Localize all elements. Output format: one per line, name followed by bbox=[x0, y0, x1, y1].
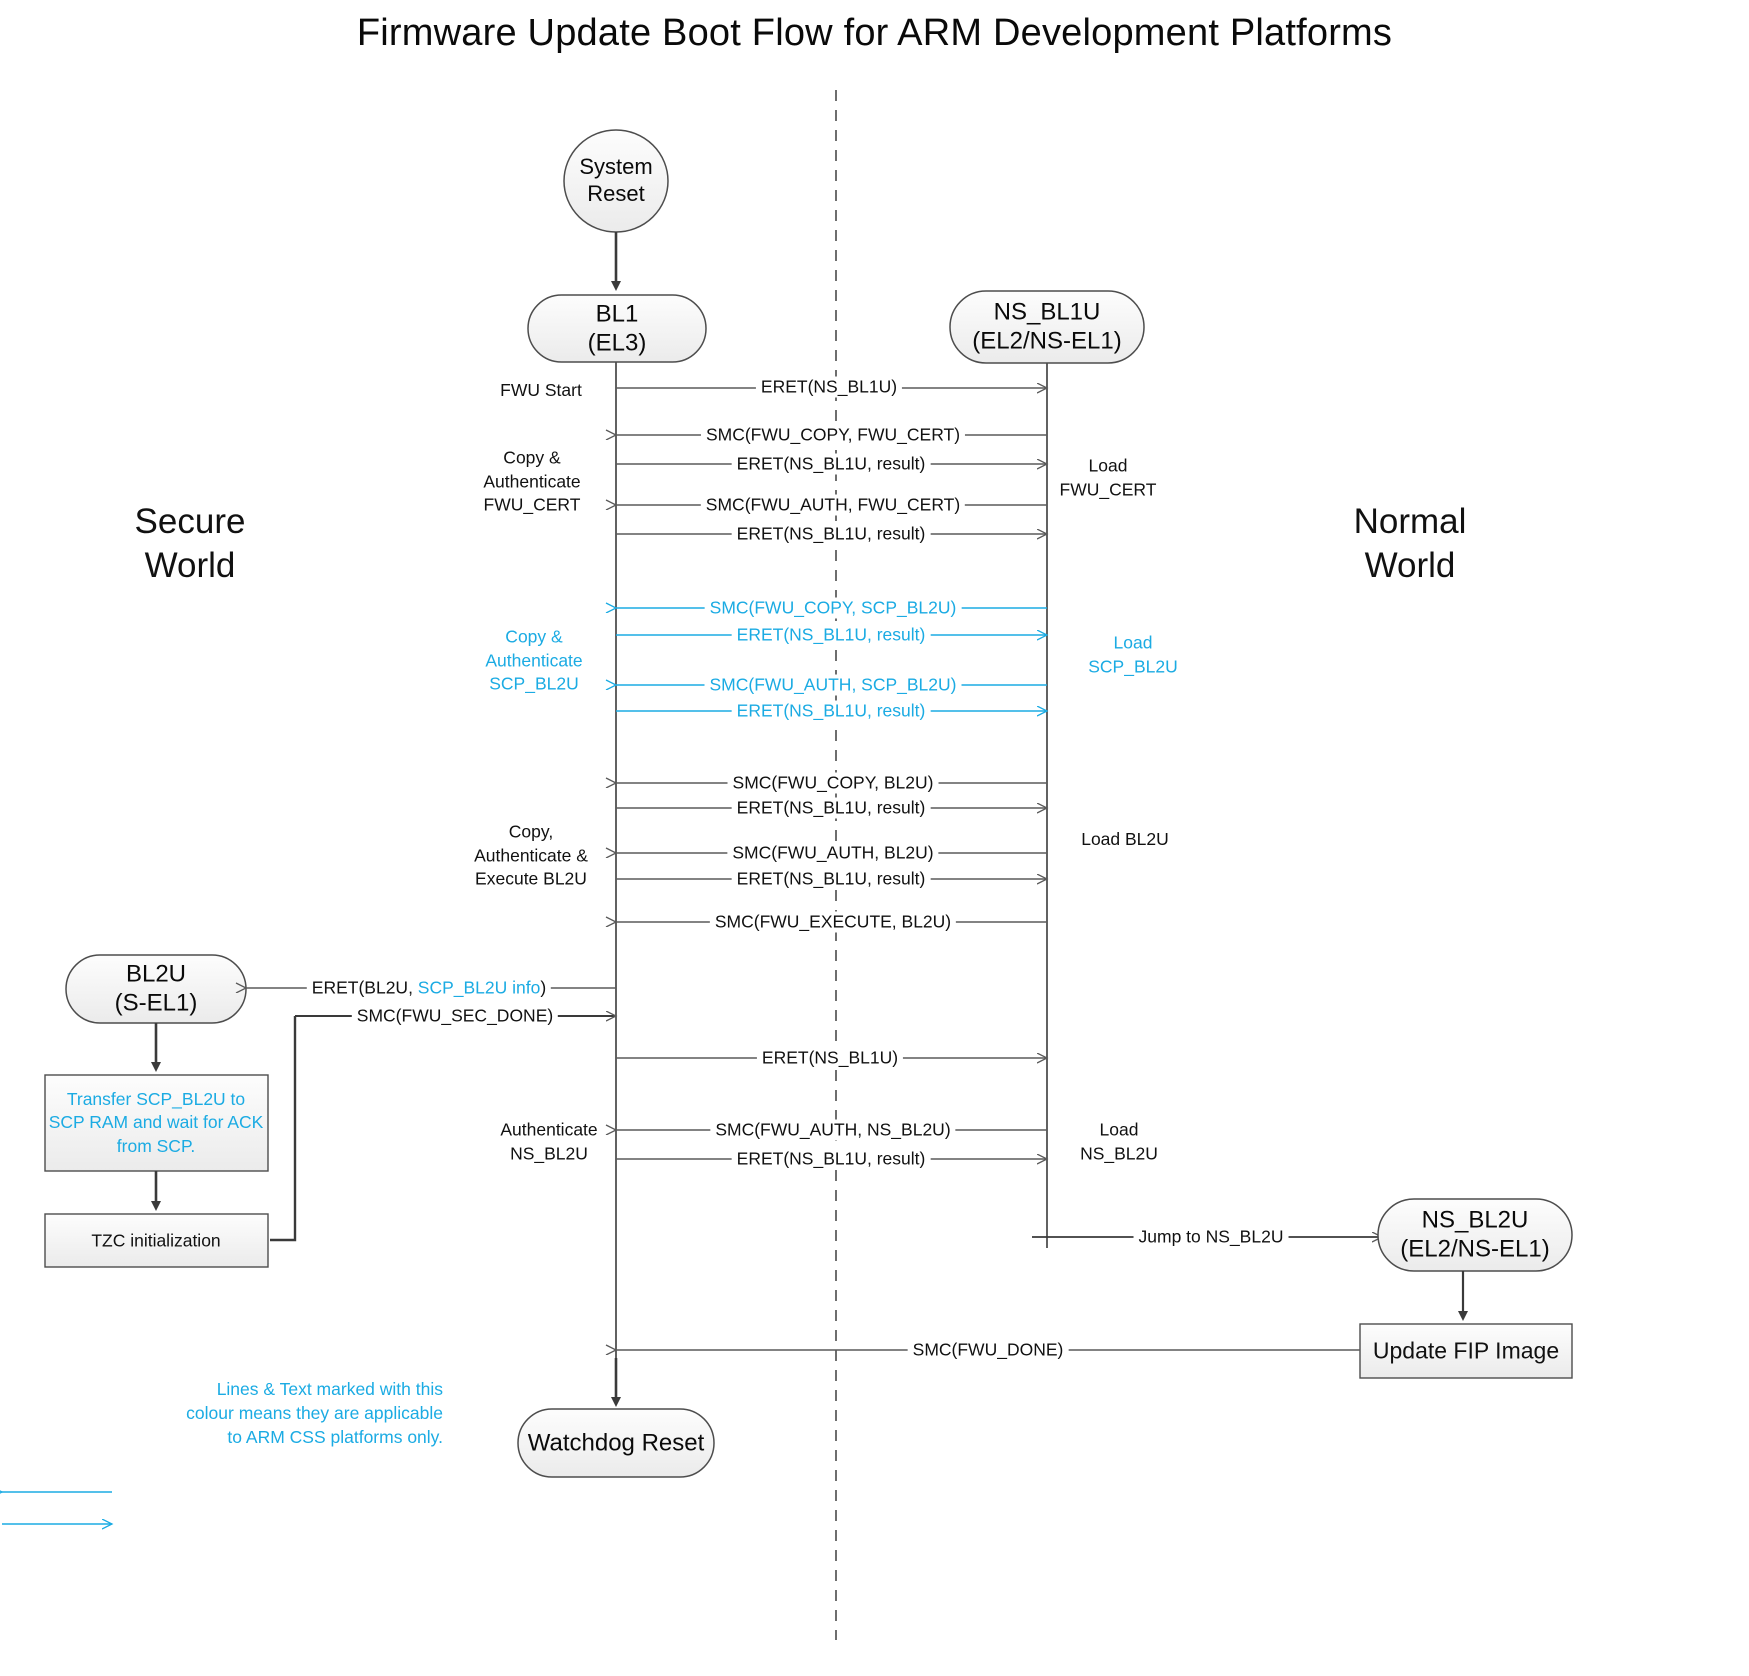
message-label-m9: ERET(NS_BL1U, result) bbox=[731, 700, 931, 722]
legend-line-1: Lines & Text marked with this bbox=[216, 1379, 443, 1399]
node-ns-bl2u bbox=[1377, 1198, 1573, 1272]
box-transfer-scp bbox=[44, 1074, 269, 1172]
message-label-m20: Jump to NS_BL2U bbox=[1133, 1226, 1289, 1248]
node-ns-bl1u-label[interactable]: NS_BL1U (EL2/NS-EL1) bbox=[972, 298, 1121, 357]
node-system-reset-line2: Reset bbox=[587, 181, 645, 206]
message-label-m1: ERET(NS_BL1U) bbox=[755, 376, 903, 398]
page-title: Firmware Update Boot Flow for ARM Develo… bbox=[356, 12, 1393, 54]
world-label-normal-line1: Normal bbox=[1353, 502, 1467, 541]
box-transfer-scp-label: Transfer SCP_BL2U to SCP RAM and wait fo… bbox=[48, 1089, 264, 1156]
node-system-reset-label[interactable]: System Reset bbox=[579, 154, 652, 208]
node-bl2u-line2: (S-EL1) bbox=[114, 990, 198, 1017]
world-label-normal: Normal World bbox=[1280, 500, 1540, 588]
annotation-copy-auth-exec-bl2u: Copy,Authenticate &Execute BL2U bbox=[474, 821, 588, 889]
box-tzc-init bbox=[44, 1213, 269, 1268]
node-bl2u-line1: BL2U bbox=[125, 960, 187, 988]
message-label-m7: ERET(NS_BL1U, result) bbox=[731, 624, 931, 646]
node-watchdog-reset-label[interactable]: Watchdog Reset bbox=[527, 1429, 705, 1457]
world-label-secure: Secure World bbox=[60, 500, 320, 588]
message-label-m8: SMC(FWU_AUTH, SCP_BL2U) bbox=[704, 674, 962, 696]
message-label-m4: SMC(FWU_AUTH, FWU_CERT) bbox=[700, 494, 966, 516]
node-ns-bl2u-line1: NS_BL2U bbox=[1421, 1206, 1529, 1234]
node-ns-bl1u bbox=[949, 290, 1145, 364]
message-label-m17: ERET(NS_BL1U) bbox=[756, 1047, 904, 1069]
node-watchdog-reset bbox=[517, 1408, 715, 1478]
node-ns-bl2u-line2: (EL2/NS-EL1) bbox=[1400, 1236, 1550, 1263]
message-label-m21: SMC(FWU_DONE) bbox=[907, 1339, 1069, 1361]
legend-line-3: to ARM CSS platforms only. bbox=[227, 1427, 443, 1448]
node-bl1-line1: BL1 bbox=[595, 300, 639, 328]
edge-tzc-to-bl1 bbox=[270, 1016, 297, 1242]
box-update-fip-label: Update FIP Image bbox=[1372, 1337, 1560, 1364]
message-label-m2: SMC(FWU_COPY, FWU_CERT) bbox=[700, 424, 966, 446]
message-label-m11: ERET(NS_BL1U, result) bbox=[731, 797, 931, 819]
message-label-m16: SMC(FWU_SEC_DONE) bbox=[351, 1005, 559, 1027]
world-label-normal-line2: World bbox=[1364, 545, 1456, 585]
annotation-fwu-start: FWU Start bbox=[500, 380, 582, 401]
message-label-m19: ERET(NS_BL1U, result) bbox=[731, 1148, 931, 1170]
message-label-m15-cyan: SCP_BL2U info bbox=[417, 977, 541, 998]
message-label-m13: ERET(NS_BL1U, result) bbox=[731, 868, 931, 890]
message-label-m12: SMC(FWU_AUTH, BL2U) bbox=[727, 842, 939, 864]
message-label-m14: SMC(FWU_EXECUTE, BL2U) bbox=[709, 911, 957, 933]
node-bl1-label[interactable]: BL1 (EL3) bbox=[588, 300, 647, 359]
node-ns-bl1u-line2: (EL2/NS-EL1) bbox=[972, 328, 1122, 355]
message-label-m5: ERET(NS_BL1U, result) bbox=[731, 523, 931, 545]
world-label-secure-line1: Secure bbox=[134, 502, 246, 541]
message-label-m10: SMC(FWU_COPY, BL2U) bbox=[727, 772, 939, 794]
node-bl2u-label[interactable]: BL2U (S-EL1) bbox=[115, 960, 198, 1019]
message-label-m15: ERET(BL2U, SCP_BL2U info) bbox=[306, 977, 552, 999]
legend-line-2: colour means they are applicable bbox=[186, 1403, 443, 1424]
node-system-reset-line1: System bbox=[579, 154, 653, 180]
node-ns-bl1u-line1: NS_BL1U bbox=[993, 298, 1101, 326]
message-label-m15-suffix: ) bbox=[540, 977, 547, 998]
node-ns-bl2u-label[interactable]: NS_BL2U (EL2/NS-EL1) bbox=[1400, 1206, 1549, 1265]
message-label-m15-prefix: ERET(BL2U, bbox=[311, 977, 418, 998]
world-label-secure-line2: World bbox=[144, 545, 236, 585]
annotation-load-bl2u: Load BL2U bbox=[1081, 829, 1169, 850]
box-tzc-init-label: TZC initialization bbox=[91, 1230, 221, 1251]
message-label-m6: SMC(FWU_COPY, SCP_BL2U) bbox=[704, 597, 962, 619]
box-update-fip bbox=[1359, 1323, 1573, 1379]
message-label-m18: SMC(FWU_AUTH, NS_BL2U) bbox=[710, 1119, 956, 1141]
legend-text: Lines & Text marked with this colour mea… bbox=[186, 1377, 443, 1449]
node-bl1 bbox=[527, 294, 707, 363]
message-label-m3: ERET(NS_BL1U, result) bbox=[731, 453, 931, 475]
node-bl1-line2: (EL3) bbox=[587, 330, 647, 357]
